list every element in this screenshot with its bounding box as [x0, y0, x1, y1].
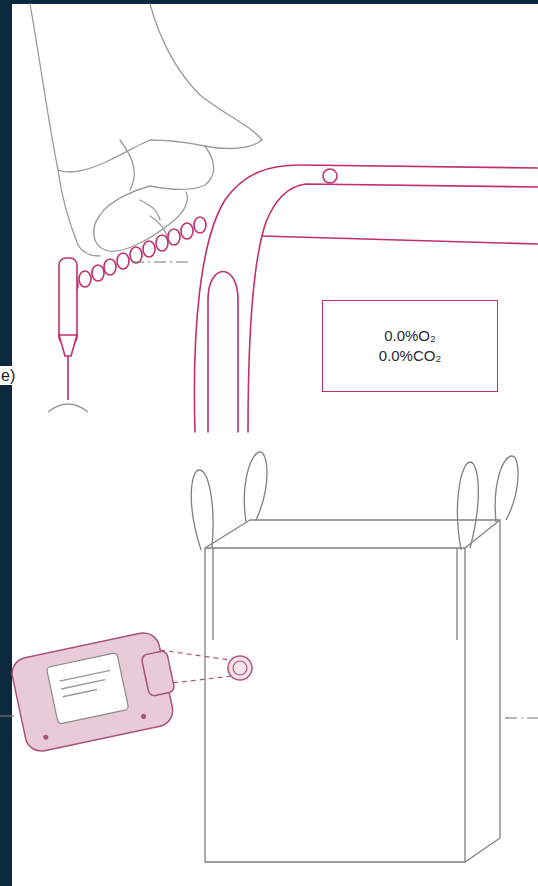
bulk-bag [191, 452, 518, 862]
display-screen: 0.0%O₂0.0%CO₂ [322, 300, 498, 392]
coiled-tube [66, 217, 206, 293]
side-band [0, 0, 12, 886]
axis-line [0, 715, 14, 716]
syringe-probe [59, 258, 77, 400]
bag-sensor [228, 656, 252, 680]
hand-drawing [30, 4, 262, 256]
handheld-reader [9, 629, 181, 754]
caption-fragment: e) [0, 366, 16, 385]
sample-surface [48, 404, 88, 412]
readout-value: 0.0%O₂ [384, 326, 436, 346]
axis-line [505, 717, 538, 718]
readout-value: 0.0%CO₂ [379, 346, 442, 366]
top-band [0, 0, 538, 4]
axis-line [132, 261, 188, 262]
analyser-housing [194, 165, 538, 432]
